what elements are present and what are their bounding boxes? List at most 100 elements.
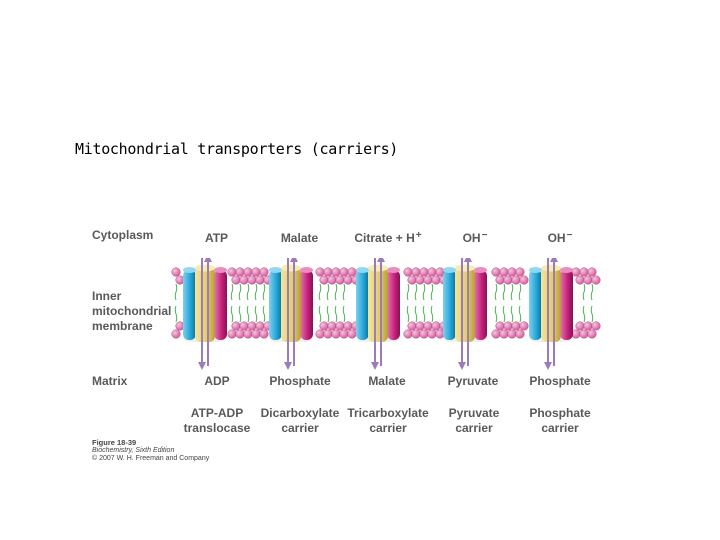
lipid-tail: [174, 283, 178, 301]
transporter-3-cylinder-blue: [356, 270, 369, 340]
lipid-head: [327, 275, 337, 285]
top-substrate-3: Citrate + H+: [354, 230, 422, 245]
lipid-head: [259, 329, 269, 339]
lipid-tail: [406, 283, 410, 301]
transporter-1-cylinder-blue-top: [183, 267, 196, 273]
lipid-tail: [518, 305, 522, 323]
top-substrate-2: Malate: [280, 231, 319, 245]
lipid-tail: [262, 283, 266, 301]
lipid-head: [339, 267, 349, 277]
lipid-head: [327, 321, 337, 331]
lipid-tail: [254, 305, 258, 323]
cytoplasm-label: Cytoplasm: [92, 228, 154, 242]
transporter-2-cylinder-yellow-top: [281, 264, 301, 272]
lipid-tail: [422, 305, 426, 323]
transporter-4-cylinder-yellow-top: [455, 264, 475, 272]
lipid-head: [519, 321, 529, 331]
lipid-head: [335, 321, 345, 331]
lipid-head: [431, 321, 441, 331]
lipid-head: [575, 321, 585, 331]
lipid-head: [503, 321, 513, 331]
lipid-tail: [254, 283, 258, 301]
lipid-head: [251, 267, 261, 277]
lipid-head: [423, 275, 433, 285]
lipid-head: [251, 329, 261, 339]
transporter-5-cylinder-yellow-top: [541, 264, 561, 272]
lipid-head: [235, 267, 245, 277]
transporter-5-cylinder-magenta: [560, 270, 573, 340]
lipid-head: [227, 267, 237, 277]
transporter-3-cylinder-yellow: [368, 268, 388, 342]
transporter-4-cylinder-magenta-top: [474, 267, 487, 273]
lipid-head: [495, 321, 505, 331]
lipid-head: [435, 267, 445, 277]
lipid-head: [507, 267, 517, 277]
lipid-head: [339, 329, 349, 339]
lipid-head: [255, 321, 265, 331]
lipid-tail: [590, 283, 594, 301]
lipid-tail: [238, 305, 242, 323]
lipid-head: [407, 275, 417, 285]
lipid-head: [415, 275, 425, 285]
lipid-tail: [406, 305, 410, 323]
lipid-tail: [334, 305, 338, 323]
lipid-tail: [342, 283, 346, 301]
lipid-head: [495, 275, 505, 285]
transporter-4-cylinder-magenta: [474, 270, 487, 340]
lipid-tail: [414, 283, 418, 301]
lipid-head: [343, 321, 353, 331]
lipid-head: [315, 267, 325, 277]
matrix-label: Matrix: [92, 374, 128, 388]
lipid-head: [411, 329, 421, 339]
caption-figure: Figure 18-39: [92, 438, 137, 447]
bottom-substrate-4: Pyruvate: [447, 374, 499, 388]
membrane-label-line1: Inner: [92, 289, 122, 303]
transporter-4-cylinder-blue-top: [443, 267, 456, 273]
lipid-head: [243, 329, 253, 339]
bottom-substrate-2: Phosphate: [269, 374, 331, 388]
lipid-tail: [510, 283, 514, 301]
transporter-1-cylinder-magenta-top: [214, 267, 227, 273]
transporter-5-cylinder-blue: [529, 270, 542, 340]
caption-copyright: © 2007 W. H. Freeman and Company: [92, 455, 210, 462]
lipid-tail: [246, 283, 250, 301]
lipid-tail: [590, 305, 594, 323]
lipid-head: [507, 329, 517, 339]
figure-caption: Figure 18-39 Biochemistry, Sixth Edition…: [92, 439, 209, 463]
lipid-head: [411, 267, 421, 277]
lipid-tail: [230, 283, 234, 301]
lipid-head: [511, 275, 521, 285]
lipid-head: [255, 275, 265, 285]
lipid-head: [491, 267, 501, 277]
transporter-2-cylinder-yellow: [281, 268, 301, 342]
lipid-head: [407, 321, 417, 331]
lipid-tail: [342, 305, 346, 323]
lipid-tail: [326, 283, 330, 301]
lipid-tail: [582, 283, 586, 301]
lipid-head: [243, 267, 253, 277]
lipid-head: [431, 275, 441, 285]
lipid-tail: [318, 283, 322, 301]
lipid-head: [347, 267, 357, 277]
transporter-5-cylinder-magenta-top: [560, 267, 573, 273]
lipid-head: [319, 275, 329, 285]
lipid-tail: [518, 283, 522, 301]
lipid-head: [491, 329, 501, 339]
lipid-head: [227, 329, 237, 339]
membrane-label-line3: membrane: [92, 319, 153, 333]
lipid-head: [519, 275, 529, 285]
membrane-diagram: [171, 258, 601, 370]
lipid-tail: [238, 283, 242, 301]
lipid-head: [423, 321, 433, 331]
lipid-tail: [262, 305, 266, 323]
lipid-head: [315, 329, 325, 339]
lipid-tail: [502, 305, 506, 323]
lipid-head: [347, 329, 357, 339]
lipid-head: [171, 329, 181, 339]
membrane-label-line2: mitochondrial: [92, 304, 172, 318]
lipid-head: [587, 329, 597, 339]
